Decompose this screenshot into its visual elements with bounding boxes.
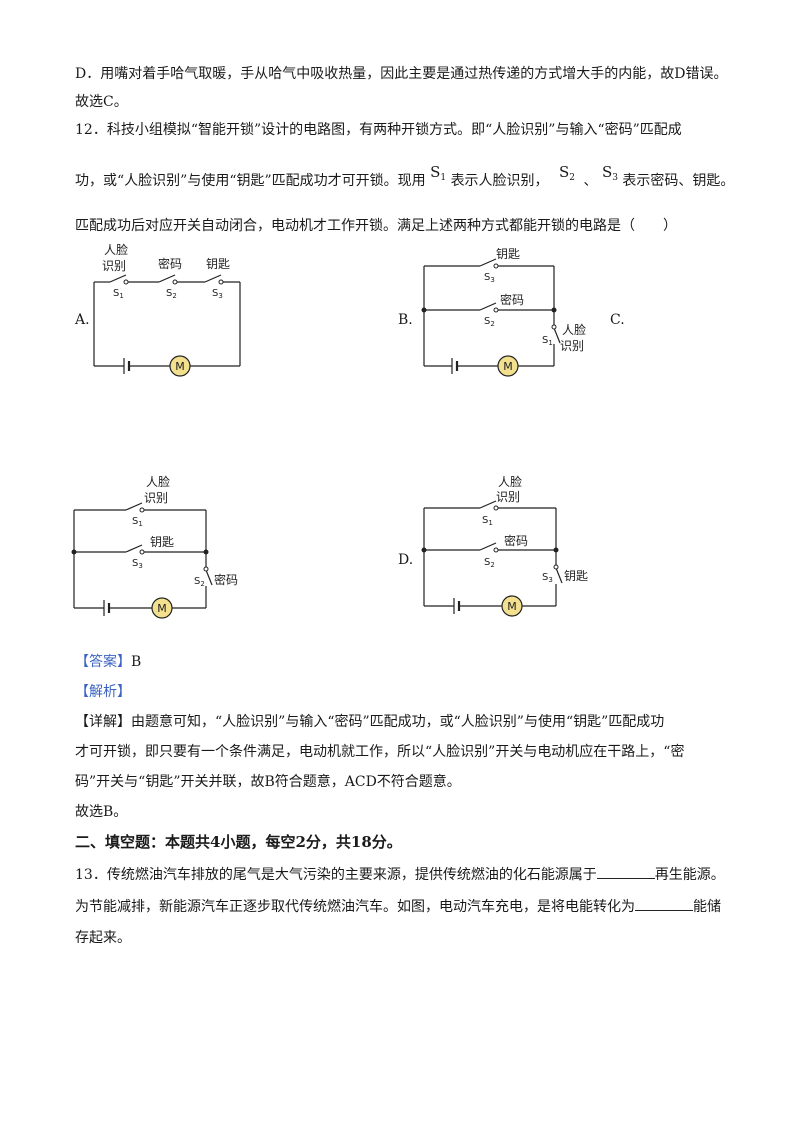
svg-text:S3: S3 [484, 272, 495, 284]
svg-text:人脸: 人脸 [146, 475, 170, 489]
symbol-s2: S2 [559, 163, 576, 183]
svg-text:S2: S2 [484, 316, 495, 328]
svg-text:识别: 识别 [560, 339, 584, 353]
svg-text:M: M [503, 360, 513, 373]
svg-text:S2: S2 [194, 576, 205, 588]
svg-text:识别: 识别 [496, 490, 520, 504]
q12-text-part3: 表示密码、钥匙。 [622, 173, 735, 189]
answer-blank-2[interactable] [635, 896, 693, 911]
svg-text:钥匙: 钥匙 [150, 535, 174, 549]
answer-label: 【答案】 [75, 654, 131, 670]
svg-text:密码: 密码 [214, 572, 238, 587]
svg-text:S3: S3 [542, 572, 553, 584]
svg-text:S1: S1 [113, 288, 124, 300]
svg-text:人脸: 人脸 [562, 323, 586, 337]
svg-text:M: M [175, 360, 185, 373]
circuit-d-diagram: M 人脸 识别 S1 密码 S2 S3 钥匙 [421, 475, 588, 617]
q12-text-part2: 表示人脸识别， [450, 173, 549, 189]
section-title: 二、填空题：本题共4小题，每空2分，共18分。 [75, 833, 402, 851]
svg-text:钥匙: 钥匙 [564, 569, 588, 583]
symbol-s3: S3 [601, 163, 618, 183]
option-b-label: B. [398, 312, 413, 328]
svg-text:人脸: 人脸 [498, 475, 522, 489]
svg-text:识别: 识别 [144, 491, 168, 505]
q13-text-part2: 再生能源。 [654, 867, 725, 883]
svg-text:人脸: 人脸 [104, 243, 128, 257]
question-12-line1: 12．科技小组模拟“智能开锁”设计的电路图，有两种开锁方式。即“人脸识别”与输入… [75, 122, 682, 138]
circuit-a-diagram: M 人脸 识别 密码 钥匙 S1 S2 S3 [93, 243, 241, 377]
q12-text-part1: 功，或“人脸识别”与使用“钥匙”匹配成功才可开锁。现用 [75, 173, 426, 189]
svg-text:识别: 识别 [102, 259, 126, 273]
symbol-s1: S1 [430, 163, 447, 183]
answer-value: B [131, 654, 142, 670]
svg-text:S3: S3 [132, 558, 143, 570]
svg-text:S1: S1 [132, 516, 143, 528]
svg-text:M: M [507, 600, 517, 613]
answer-line: 【答案】B [75, 652, 141, 672]
motor-icon [501, 595, 523, 617]
svg-text:密码: 密码 [504, 533, 528, 548]
motor-icon [497, 355, 519, 377]
q12-separator: 、 [583, 173, 598, 189]
svg-text:钥匙: 钥匙 [496, 247, 520, 261]
q13-text-part4: 能储 [693, 899, 721, 915]
conclusion-c: 故选C。 [75, 94, 128, 110]
analysis-label: 【解析】 [75, 684, 131, 700]
svg-text:S1: S1 [542, 335, 553, 347]
svg-text:S1: S1 [482, 515, 493, 527]
conclusion-b: 故选B。 [75, 804, 128, 820]
option-a-label: A. [75, 312, 90, 328]
detail-line3: 码”开关与“钥匙”开关并联，故B符合题意，ACD不符合题意。 [75, 774, 461, 790]
question-13-line2: 为节能减排，新能源汽车正逐步取代传统燃油汽车。如图，电动汽车充电，是将电能转化为… [75, 896, 721, 917]
q13-text-part3: 为节能减排，新能源汽车正逐步取代传统燃油汽车。如图，电动汽车充电，是将电能转化为 [75, 899, 635, 915]
svg-text:S3: S3 [212, 288, 223, 300]
motor-icon [151, 597, 173, 619]
question-13-line3: 存起来。 [75, 930, 131, 946]
svg-text:M: M [157, 602, 167, 615]
svg-text:钥匙: 钥匙 [206, 257, 230, 271]
svg-text:密码: 密码 [500, 292, 524, 307]
answer-blank-1[interactable] [596, 864, 655, 879]
question-13-line1: 13．传统燃油汽车排放的尾气是大气污染的主要来源，提供传统燃油的化石能源属于 再生… [75, 864, 725, 885]
option-d-explanation: D．用嘴对着手哈气取暖，手从哈气中吸收热量，因此主要是通过热传递的方式增大手的内… [75, 66, 728, 82]
detail-line1: 【详解】由题意可知，“人脸识别”与输入“密码”匹配成功，或“人脸识别”与使用“钥… [75, 714, 665, 730]
question-12-line2: 功，或“人脸识别”与使用“钥匙”匹配成功才可开锁。现用 S1 表示人脸识别， S… [75, 163, 735, 196]
svg-text:密码: 密码 [158, 256, 182, 271]
circuit-b-diagram: M 钥匙 S3 密码 S2 人脸 识别 S1 [421, 247, 586, 377]
option-c-label: C. [610, 312, 625, 328]
circuit-c-diagram: M 人脸 识别 S1 钥匙 S3 S2 密码 [71, 475, 238, 619]
question-12-line3: 匹配成功后对应开关自动闭合，电动机才工作开锁。满足上述两种方式都能开锁的电路是（… [75, 218, 677, 234]
motor-icon [169, 355, 191, 377]
q13-text-part1: 13．传统燃油汽车排放的尾气是大气污染的主要来源，提供传统燃油的化石能源属于 [75, 867, 597, 883]
svg-text:S2: S2 [484, 557, 495, 569]
svg-text:S2: S2 [166, 288, 177, 300]
option-d-label: D. [398, 552, 414, 568]
detail-line2: 才可开锁，即只要有一个条件满足，电动机就工作，所以“人脸识别”开关与电动机应在干… [75, 744, 685, 760]
